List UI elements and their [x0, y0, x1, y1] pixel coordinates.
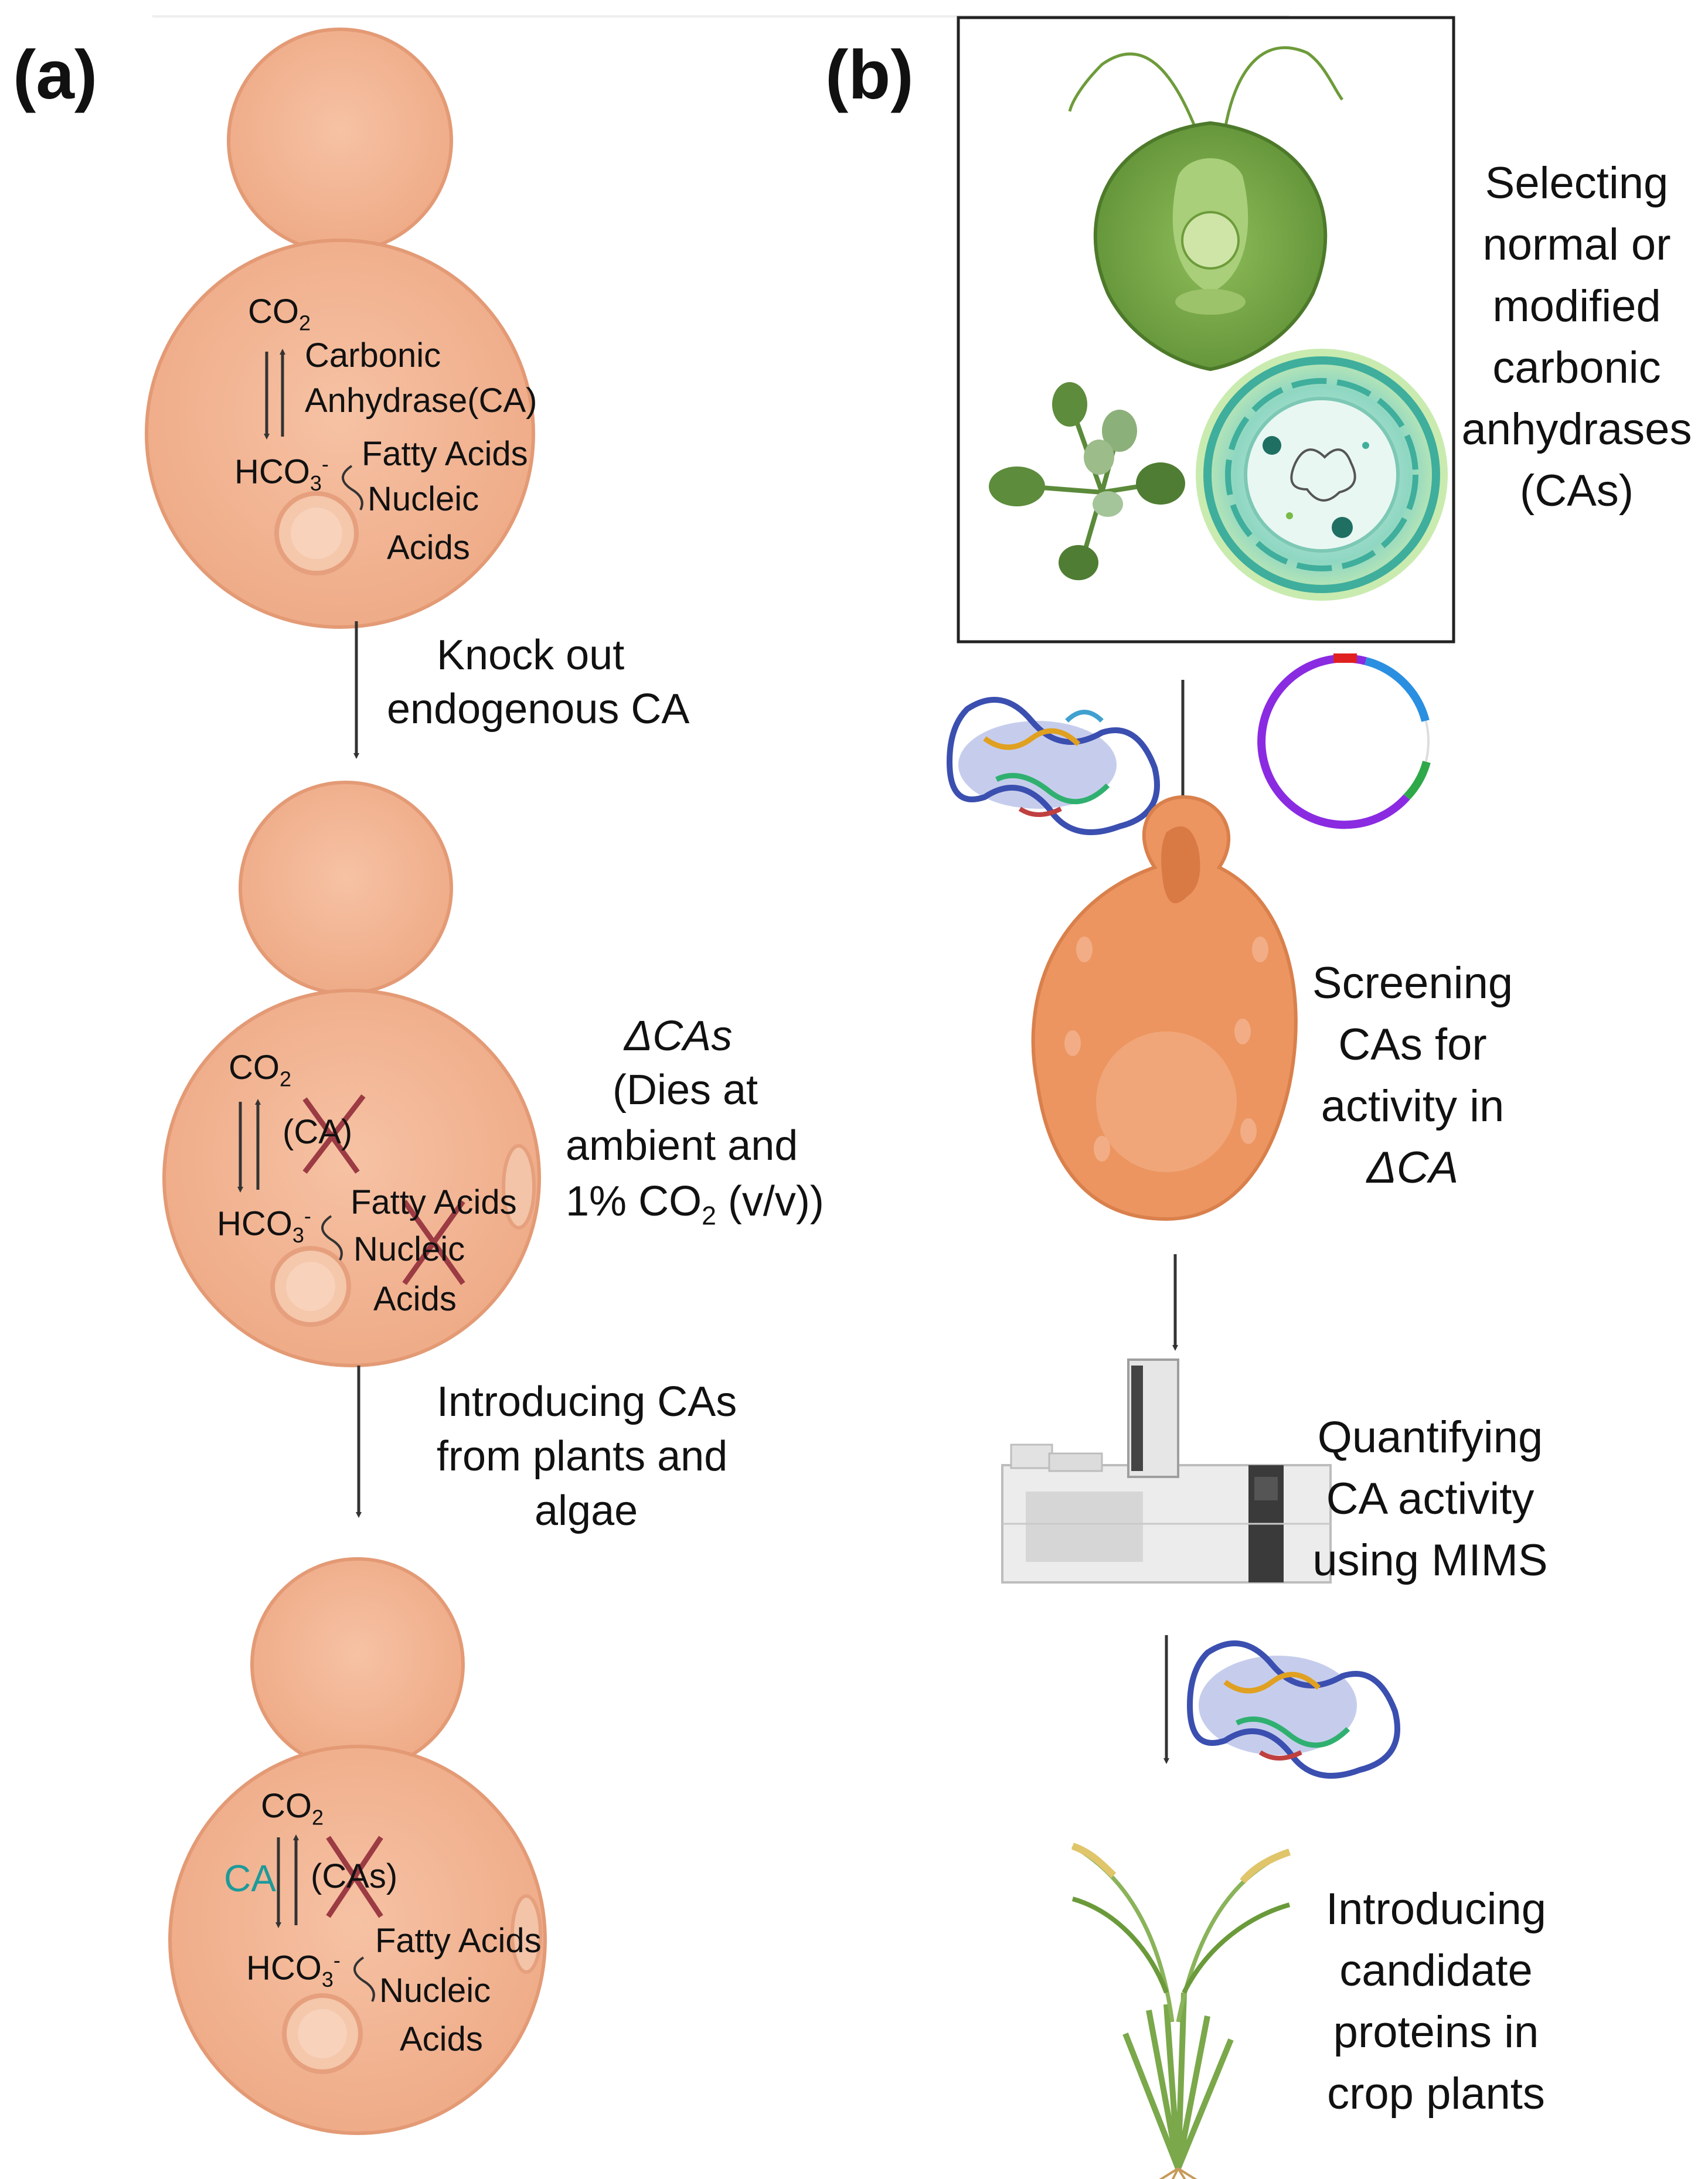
knockout-caption-line1: Knock out: [437, 632, 625, 679]
hco3-label: HCO3-: [234, 452, 329, 495]
yeast-cell-mutant-illustration: [1031, 795, 1298, 1221]
introduce-caption-line2: from plants and: [437, 1433, 728, 1480]
quantifying-line3: using MIMS: [1312, 1535, 1548, 1585]
selecting-line4: carbonic: [1492, 343, 1661, 393]
mutant-note-line2: ambient and: [566, 1122, 798, 1169]
arabidopsis-plant-illustration: [989, 382, 1185, 580]
introducing-line2: candidate: [1339, 1946, 1533, 1996]
mutant-note-line1: (Dies at: [613, 1067, 758, 1114]
cas-knocked-label: (CAs): [311, 1857, 398, 1895]
fatty-acids-label-3: Fatty Acids: [375, 1922, 542, 1960]
protein-structure-icon: [946, 697, 1160, 835]
fatty-acids-label: Fatty Acids: [362, 435, 528, 473]
ca-knocked-label: (CA): [283, 1113, 353, 1151]
acids-label-3: Acids: [400, 2020, 483, 2058]
screening-line1: Screening: [1312, 958, 1513, 1008]
yeast-cell-complemented: [168, 1557, 547, 2135]
knockout-caption-line2: endogenous CA: [387, 686, 690, 733]
yeast-cell-knockout: [162, 781, 541, 1367]
mutant-title: ΔCAs: [624, 1013, 733, 1060]
quantifying-line2: CA activity: [1326, 1474, 1535, 1524]
plasmid-icon: [1257, 653, 1431, 829]
crop-plant-illustration: [1071, 1843, 1291, 2179]
enzyme-label-line1: Carbonic: [305, 336, 441, 374]
green-alga-illustration: [1068, 46, 1344, 372]
acids-label: Acids: [387, 529, 470, 567]
nucleic-label-2: Nucleic: [353, 1230, 465, 1268]
hco3-label-3: HCO3-: [246, 1948, 341, 1991]
nucleic-label: Nucleic: [368, 480, 479, 518]
introducing-line4: crop plants: [1327, 2069, 1545, 2119]
screening-line4: ΔCA: [1366, 1143, 1459, 1193]
selecting-line5: anhydrases: [1461, 404, 1692, 454]
introducing-line1: Introducing: [1325, 1884, 1547, 1934]
selecting-line6: (CAs): [1519, 466, 1634, 516]
co2-label-3: CO2: [261, 1787, 324, 1830]
enzyme-label-line2: Anhydrase(CA): [305, 382, 537, 420]
quantifying-line1: Quantifying: [1317, 1412, 1543, 1462]
mims-instrument-illustration: [1001, 1359, 1332, 1584]
co2-label: CO2: [248, 292, 311, 335]
screening-line3: activity in: [1321, 1081, 1505, 1131]
protein-structure-icon-2: [1186, 1640, 1400, 1779]
panel-label-b: (b): [825, 36, 914, 114]
cyanobacterium-illustration: [1196, 349, 1448, 601]
nucleic-label-3: Nucleic: [379, 1972, 491, 2010]
panel-label-a: (a): [13, 36, 98, 114]
acids-label-2: Acids: [373, 1280, 457, 1318]
introduce-caption-line1: Introducing CAs: [437, 1378, 737, 1425]
selecting-line1: Selecting: [1485, 158, 1669, 208]
mutant-note-line3: 1% CO2 (v/v)): [566, 1178, 824, 1231]
co2-label-2: CO2: [229, 1048, 291, 1091]
yeast-cell-wild-type: [145, 28, 535, 629]
introducing-line3: proteins in: [1333, 2007, 1539, 2057]
introduce-caption-line3: algae: [535, 1487, 638, 1534]
selecting-line3: modified: [1492, 281, 1661, 331]
hco3-label-2: HCO3-: [217, 1204, 311, 1247]
introduced-ca-label: CA: [224, 1857, 276, 1899]
selecting-line2: normal or: [1482, 220, 1671, 270]
screening-line2: CAs for: [1338, 1020, 1487, 1070]
fatty-acids-label-2: Fatty Acids: [351, 1183, 517, 1221]
